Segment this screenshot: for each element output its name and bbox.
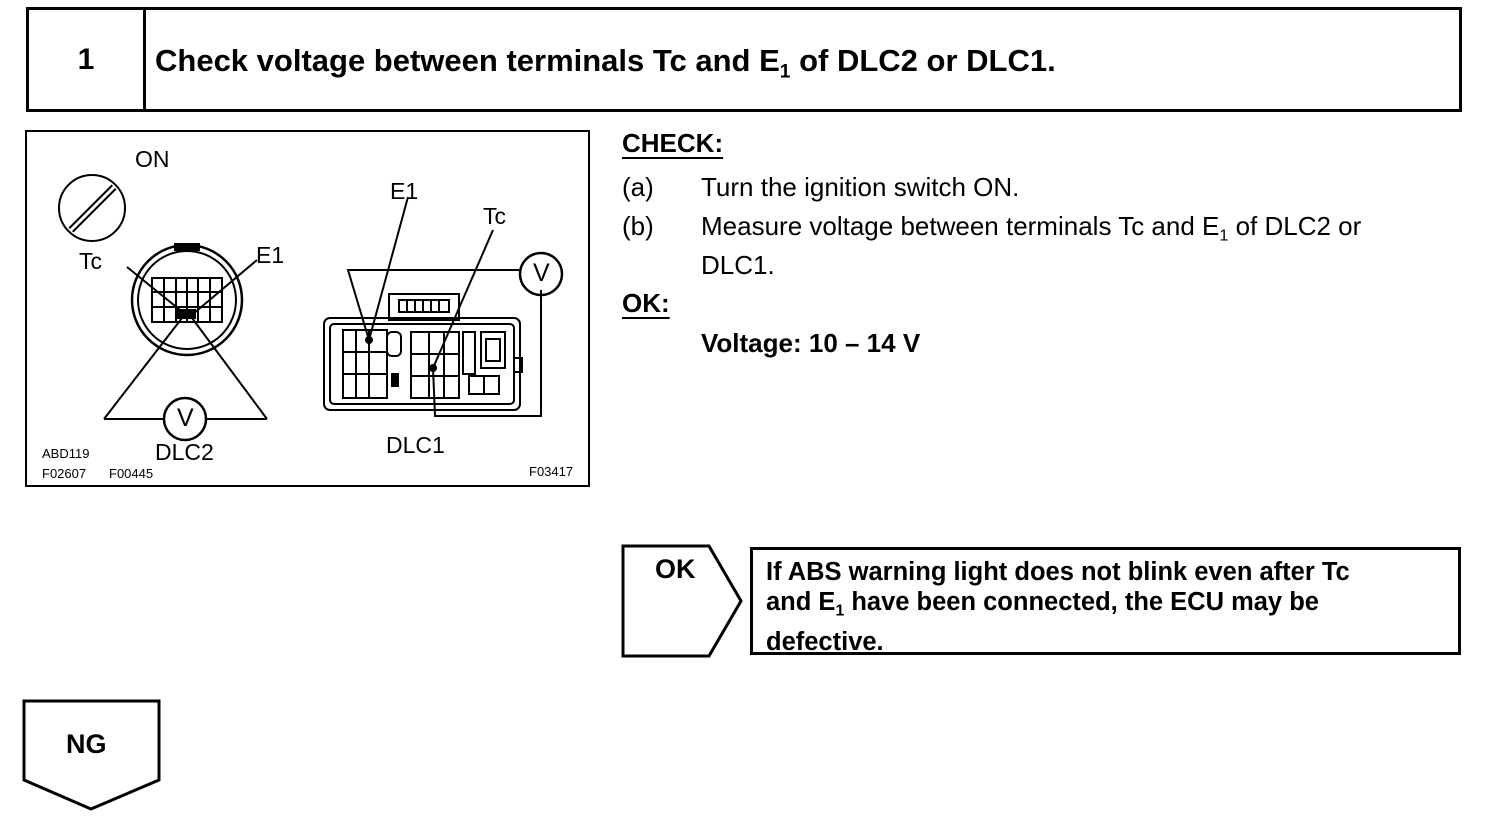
- ok-result-line2: and E1 have been connected, the ECU may …: [766, 587, 1446, 627]
- dlc1-connector-icon: [323, 293, 523, 411]
- check-b-text: Measure voltage between terminals Tc and…: [701, 211, 1361, 246]
- connector-illustration: ON Tc E1 V DLC2 E1 Tc V DLC1 ABD119 F026…: [25, 130, 590, 487]
- check-b-text-start: Measure voltage between terminals Tc and…: [701, 211, 1220, 241]
- check-b-text-end: of DLC2 or: [1228, 211, 1362, 241]
- step-title-text: Check voltage between terminals Tc and E: [155, 43, 780, 78]
- step-number: 1: [29, 10, 146, 109]
- figure-code-abd119: ABD119: [42, 446, 90, 461]
- check-b-text-line2: DLC1.: [701, 250, 775, 280]
- dlc1-tc-label: Tc: [483, 203, 506, 229]
- check-a-text: Turn the ignition switch ON.: [701, 172, 1020, 202]
- dlc1-e1-label: E1: [390, 178, 419, 204]
- ok-result-line3: defective.: [766, 627, 884, 656]
- dlc1-voltmeter-symbol: V: [533, 259, 550, 287]
- dlc2-e1-label: E1: [256, 242, 285, 268]
- ok-arrow-tab: [621, 544, 743, 658]
- figure-code-f00445: F00445: [109, 466, 154, 481]
- switch-on-label: ON: [135, 146, 170, 172]
- dlc2-voltmeter-symbol: V: [177, 404, 194, 432]
- check-b-marker: (b): [622, 211, 654, 241]
- check-a-marker: (a): [622, 172, 654, 202]
- ok-result-box: If ABS warning light does not blink even…: [750, 547, 1461, 656]
- step-title-subscript: 1: [779, 61, 791, 83]
- ng-arrow-tab: [22, 699, 161, 811]
- step-title-text-end: of DLC2 or DLC1.: [790, 43, 1056, 78]
- figure-code-f02607: F02607: [42, 466, 87, 481]
- ok-result-line1: If ABS warning light does not blink even…: [766, 558, 1350, 586]
- ok-result-subscript: 1: [835, 602, 845, 620]
- ok-result-line2-end: have been connected, the ECU may be: [844, 588, 1319, 616]
- figure-code-f03417: F03417: [529, 464, 574, 479]
- dlc2-tc-label: Tc: [79, 248, 102, 274]
- ng-tab-label: NG: [66, 729, 107, 759]
- ok-result-line2-start: and E: [766, 588, 836, 616]
- dlc1-voltmeter-icon: [518, 251, 564, 297]
- ok-heading: OK:: [622, 288, 670, 318]
- voltage-spec: Voltage: 10 – 14 V: [701, 328, 921, 358]
- ignition-switch-icon: [58, 174, 126, 242]
- ok-tab-label: OK: [655, 554, 696, 584]
- step-title: Check voltage between terminals Tc and E…: [155, 43, 1056, 84]
- check-heading: CHECK:: [622, 128, 724, 158]
- dlc2-label: DLC2: [155, 439, 214, 465]
- check-b-subscript: 1: [1219, 226, 1229, 245]
- dlc1-label: DLC1: [386, 432, 445, 458]
- step-header: 1 Check voltage between terminals Tc and…: [26, 7, 1462, 112]
- dlc2-connector-icon: [130, 243, 244, 357]
- connector-drawing: [58, 174, 564, 442]
- dlc2-voltmeter-icon: [162, 396, 208, 442]
